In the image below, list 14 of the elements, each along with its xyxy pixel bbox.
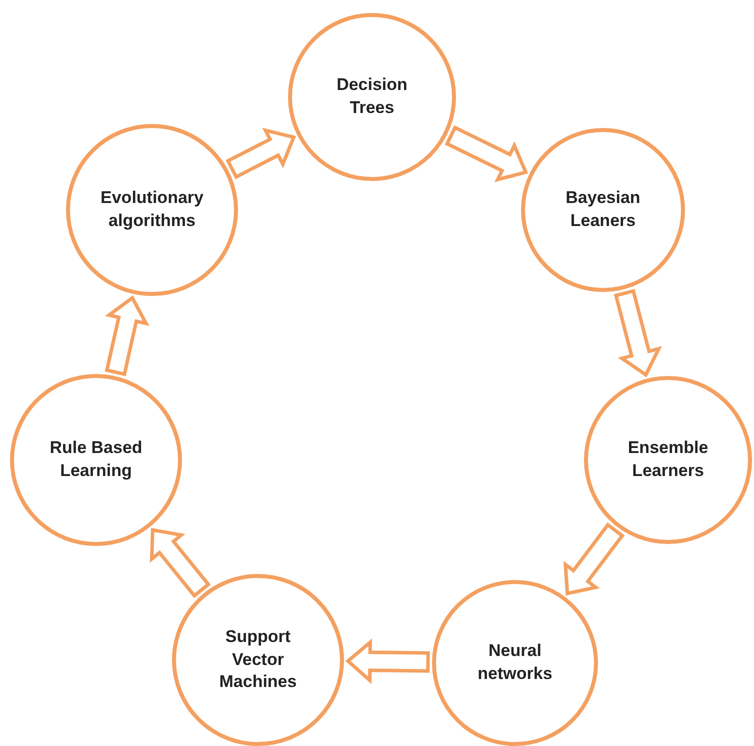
block-arrow	[444, 125, 528, 182]
node-label: Evolutionary algorithms	[100, 187, 204, 232]
block-arrow	[345, 638, 430, 684]
node-label: Ensemble Learners	[626, 437, 710, 482]
block-arrow	[563, 522, 625, 596]
block-arrow	[104, 295, 150, 376]
node-label: Neural networks	[476, 640, 554, 685]
node-label: Support Vector Machines	[218, 626, 298, 694]
node-label: Decision Trees	[336, 74, 408, 119]
block-arrow	[226, 128, 296, 180]
node-label: Bayesian Leaners	[564, 187, 642, 232]
node-label: Rule Based Learning	[48, 437, 144, 482]
block-arrow	[614, 288, 662, 378]
block-arrow	[150, 528, 211, 598]
